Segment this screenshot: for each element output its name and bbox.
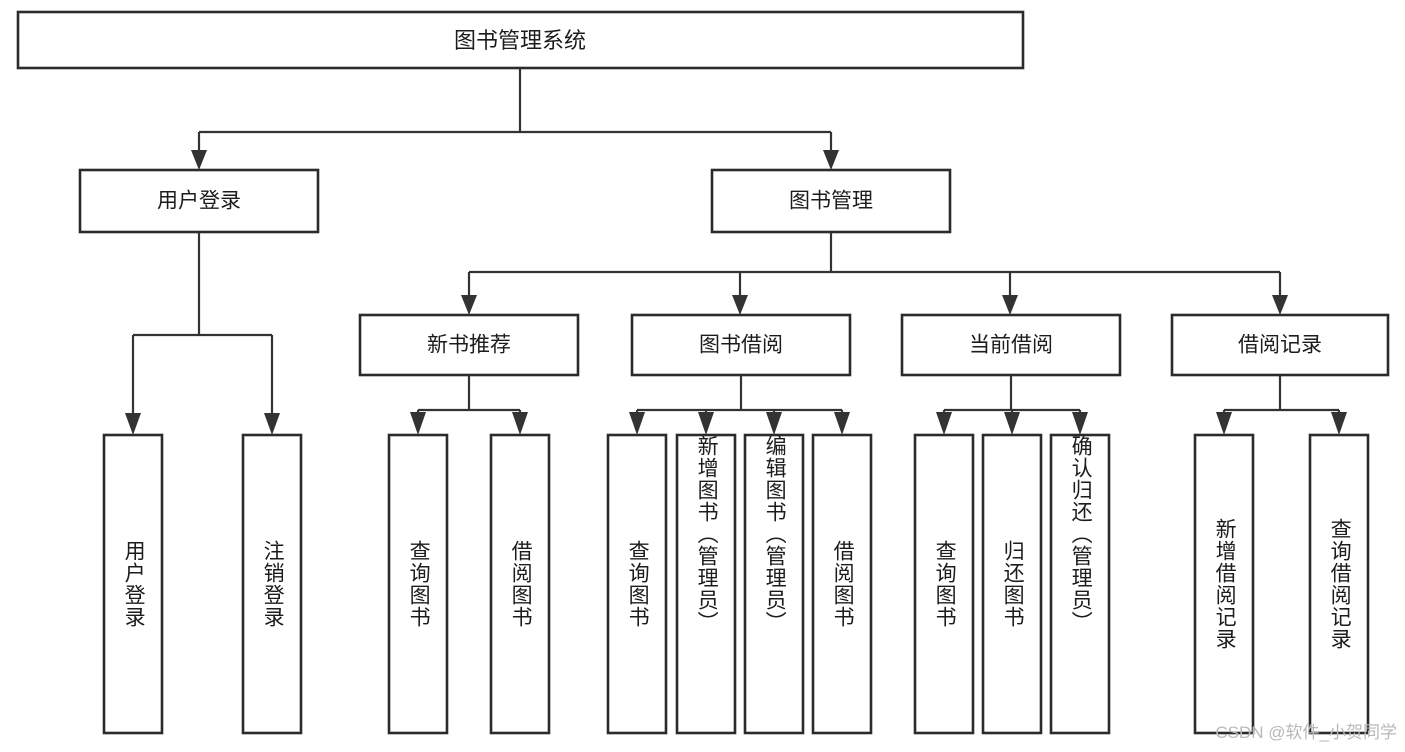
edges-root-to-level2: [191, 68, 839, 170]
edges-current-borrow-to-leaves: [936, 375, 1088, 435]
arrow-book-borrow-l1: [629, 412, 645, 435]
edges-book-borrow-to-leaves: [629, 375, 850, 435]
book-borrow-label: 图书借阅: [699, 334, 783, 357]
current-borrow-label: 当前借阅: [969, 334, 1053, 357]
borrow-record-box: [1170, 313, 1390, 377]
node-root[interactable]: 图书管理系统: [16, 10, 1025, 70]
arrow-current-borrow-l1: [936, 412, 952, 435]
arrow-borrow-record-l2: [1331, 412, 1347, 435]
new-book-recommend-box: [358, 313, 580, 377]
borrow-record-label: 借阅记录: [1238, 334, 1322, 357]
arrow-user-login-l2: [264, 413, 280, 435]
arrow-to-new-book: [461, 295, 477, 315]
node-book-management[interactable]: 图书管理: [710, 168, 952, 234]
node-user-login[interactable]: 用户登录: [78, 168, 320, 234]
book-management-box: [710, 168, 952, 234]
leaf-box-query-record[interactable]: [1308, 433, 1370, 735]
node-book-borrow[interactable]: 图书借阅: [630, 313, 852, 377]
root-box: [16, 10, 1025, 70]
book-borrow-box: [630, 313, 852, 377]
arrow-to-book-borrow: [732, 295, 748, 315]
arrow-to-user-login: [191, 150, 207, 170]
leaf-box-query-book-2[interactable]: [606, 433, 668, 735]
arrow-current-borrow-l3: [1072, 412, 1088, 435]
leaf-box-borrow-book-2[interactable]: [811, 433, 873, 735]
leaf-box-add-record[interactable]: [1193, 433, 1255, 735]
node-new-book-recommend[interactable]: 新书推荐: [358, 313, 580, 377]
leaf-box-query-book-1[interactable]: [387, 433, 449, 735]
arrow-borrow-record-l1: [1216, 412, 1232, 435]
arrow-new-book-l2: [512, 412, 528, 435]
new-book-recommend-label: 新书推荐: [427, 334, 511, 357]
leaf-boxes: [102, 433, 1370, 735]
arrow-to-borrow-record: [1272, 295, 1288, 315]
arrow-new-book-l1: [410, 412, 426, 435]
arrow-book-borrow-l2: [698, 412, 714, 435]
edges-new-book-to-leaves: [410, 375, 528, 435]
leaf-box-logout[interactable]: [241, 433, 303, 735]
edges-user-login-to-leaves: [125, 232, 280, 435]
edges-borrow-record-to-leaves: [1216, 375, 1347, 435]
leaf-box-edit-book[interactable]: [743, 433, 805, 735]
leaf-box-borrow-book-1[interactable]: [489, 433, 551, 735]
watermark: CSDN @软件_小贺同学: [1215, 723, 1397, 742]
arrow-book-borrow-l4: [834, 412, 850, 435]
root-label: 图书管理系统: [454, 28, 586, 53]
edges-book-management-to-level3: [461, 232, 1288, 315]
arrow-to-book-mgmt: [823, 150, 839, 170]
current-borrow-box: [900, 313, 1122, 377]
leaf-box-add-book[interactable]: [675, 433, 737, 735]
arrow-user-login-l1: [125, 413, 141, 435]
arrow-book-borrow-l3: [766, 412, 782, 435]
leaf-box-return-book[interactable]: [981, 433, 1043, 735]
leaf-box-user-login[interactable]: [102, 433, 164, 735]
node-borrow-record[interactable]: 借阅记录: [1170, 313, 1390, 377]
leaf-box-confirm-return[interactable]: [1049, 433, 1111, 735]
book-management-label: 图书管理: [789, 190, 873, 213]
node-current-borrow[interactable]: 当前借阅: [900, 313, 1122, 377]
arrow-to-current-borrow: [1002, 295, 1018, 315]
leaf-box-query-book-3[interactable]: [913, 433, 975, 735]
arrow-current-borrow-l2: [1004, 412, 1020, 435]
user-login-label: 用户登录: [157, 190, 241, 213]
